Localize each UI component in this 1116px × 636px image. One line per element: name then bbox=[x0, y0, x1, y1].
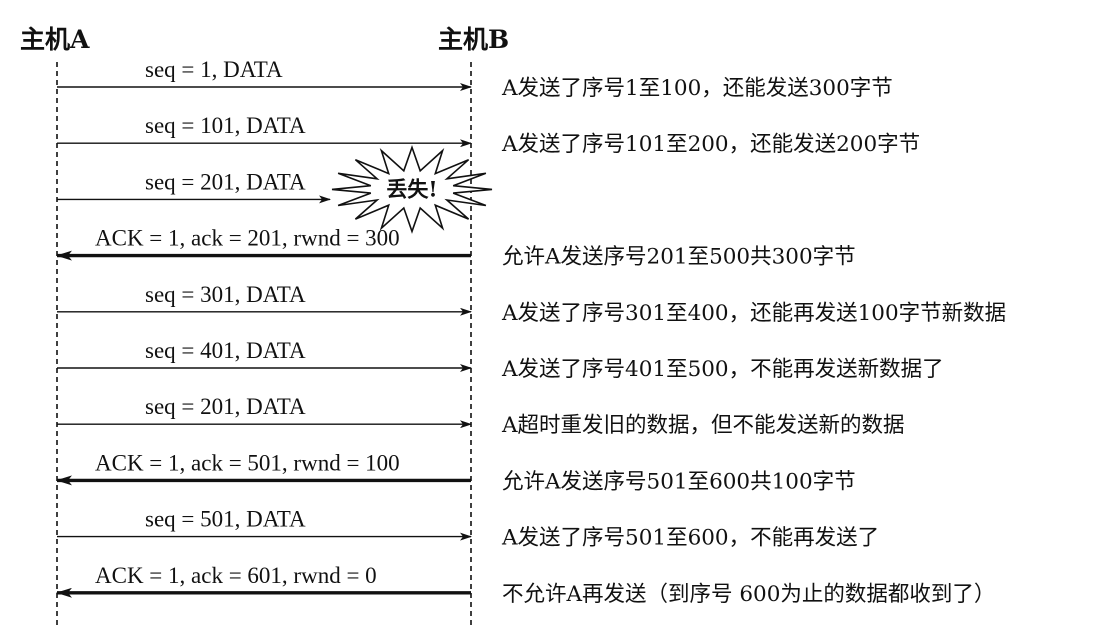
message-7: seq = 201, DATA A超时重发旧的数据，但不能发送新的数据 bbox=[57, 394, 905, 438]
message-note: A发送了序号101至200，还能发送200字节 bbox=[501, 132, 920, 157]
message-10: ACK = 1, ack = 601, rwnd = 0 不允许A再发送（到序号 … bbox=[56, 563, 995, 607]
message-label: seq = 201, DATA bbox=[145, 169, 306, 194]
message-label: ACK = 1, ack = 601, rwnd = 0 bbox=[95, 563, 377, 588]
message-6: seq = 401, DATA A发送了序号401至500，不能再发送新数据了 bbox=[57, 338, 944, 382]
message-4: ACK = 1, ack = 201, rwnd = 300 允许A发送序号201… bbox=[56, 226, 856, 270]
message-note: A发送了序号401至500，不能再发送新数据了 bbox=[501, 357, 944, 382]
message-note: A发送了序号1至100，还能发送300字节 bbox=[501, 76, 893, 101]
message-label: seq = 101, DATA bbox=[145, 113, 306, 138]
message-3: seq = 201, DATA 丢失! bbox=[57, 144, 493, 234]
message-1: seq = 1, DATA A发送了序号1至100，还能发送300字节 bbox=[57, 57, 893, 101]
message-note: A发送了序号301至400，还能再发送100字节新数据 bbox=[501, 301, 1006, 326]
message-note: 允许A发送序号201至500共300字节 bbox=[502, 245, 856, 270]
host-a-label: 主机A bbox=[20, 25, 90, 54]
loss-burst-icon bbox=[331, 144, 493, 234]
message-label: seq = 201, DATA bbox=[145, 394, 306, 419]
message-8: ACK = 1, ack = 501, rwnd = 100 允许A发送序号501… bbox=[56, 450, 856, 494]
loss-label: 丢失! bbox=[386, 176, 437, 201]
message-label: seq = 401, DATA bbox=[145, 338, 306, 363]
message-label: seq = 1, DATA bbox=[145, 57, 283, 82]
message-label: seq = 301, DATA bbox=[145, 282, 306, 307]
host-b-label: 主机B bbox=[438, 25, 509, 54]
message-label: seq = 501, DATA bbox=[145, 507, 306, 532]
message-note: 不允许A再发送（到序号 600为止的数据都收到了） bbox=[502, 582, 995, 607]
message-note: A超时重发旧的数据，但不能发送新的数据 bbox=[501, 413, 905, 438]
message-label: ACK = 1, ack = 501, rwnd = 100 bbox=[95, 450, 400, 475]
message-9: seq = 501, DATA A发送了序号501至600，不能再发送了 bbox=[57, 507, 879, 551]
message-2: seq = 101, DATA A发送了序号101至200，还能发送200字节 bbox=[57, 113, 920, 157]
message-5: seq = 301, DATA A发送了序号301至400，还能再发送100字节新… bbox=[57, 282, 1006, 326]
message-note: A发送了序号501至600，不能再发送了 bbox=[501, 526, 879, 551]
message-note: 允许A发送序号501至600共100字节 bbox=[502, 469, 856, 494]
message-label: ACK = 1, ack = 201, rwnd = 300 bbox=[95, 226, 400, 251]
